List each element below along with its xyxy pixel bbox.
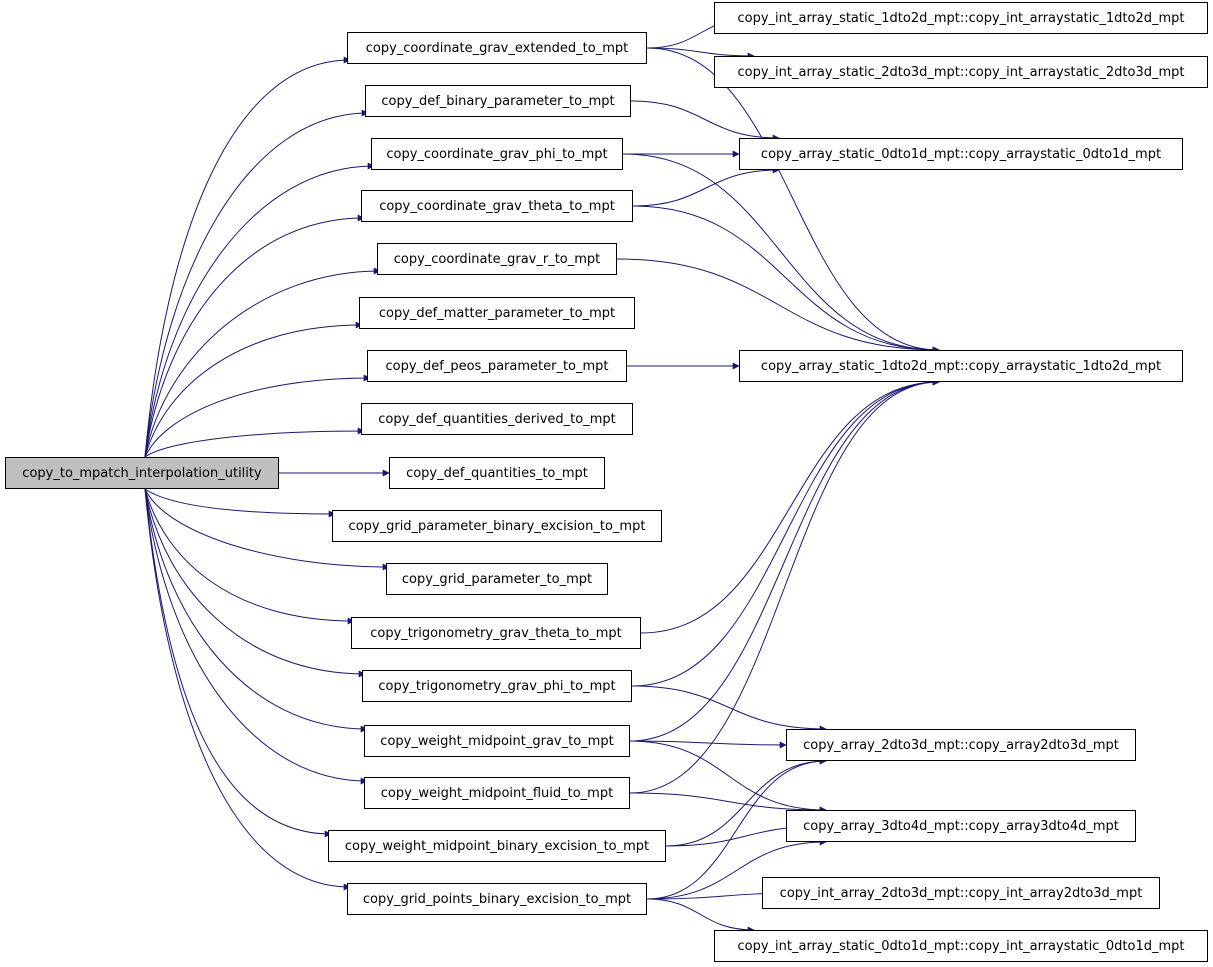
graph-node[interactable]: copy_coordinate_grav_phi_to_mpt: [371, 138, 623, 170]
graph-node[interactable]: copy_int_array_static_1dto2d_mpt::copy_i…: [714, 2, 1208, 34]
call-edge: [144, 488, 366, 678]
call-edge: [646, 47, 940, 354]
call-edge: [144, 267, 381, 458]
call-edge: [144, 488, 332, 838]
call-edge: [629, 378, 940, 742]
graph-node[interactable]: copy_coordinate_grav_r_to_mpt: [377, 243, 617, 275]
graph-node[interactable]: copy_array_static_0dto1d_mpt::copy_array…: [739, 138, 1183, 170]
graph-node[interactable]: copy_int_array_2dto3d_mpt::copy_int_arra…: [762, 877, 1160, 909]
call-edge: [629, 740, 787, 749]
graph-node[interactable]: copy_coordinate_grav_extended_to_mpt: [347, 32, 647, 64]
graph-node[interactable]: copy_trigonometry_grav_theta_to_mpt: [351, 617, 641, 649]
graph-node[interactable]: copy_coordinate_grav_theta_to_mpt: [361, 190, 633, 222]
call-edge: [622, 153, 940, 354]
call-edge: [629, 792, 827, 814]
call-edge: [144, 56, 351, 458]
root-node: copy_to_mpatch_interpolation_utility: [5, 457, 279, 489]
call-edge: [629, 740, 827, 814]
graph-node[interactable]: copy_array_2dto3d_mpt::copy_array2dto3d_…: [786, 729, 1136, 761]
graph-node[interactable]: copy_def_quantities_to_mpt: [389, 457, 605, 489]
call-edge: [640, 378, 940, 634]
call-edge: [646, 898, 755, 934]
call-edge: [616, 258, 940, 354]
call-edge: [144, 214, 365, 458]
call-edge: [144, 488, 390, 571]
call-edge: [630, 100, 780, 142]
call-edge: [665, 757, 827, 847]
graph-node[interactable]: copy_grid_parameter_binary_excision_to_m…: [332, 510, 662, 542]
call-edge: [144, 109, 369, 458]
call-edge: [631, 685, 827, 733]
call-edge: [646, 757, 827, 900]
call-edge: [144, 374, 371, 458]
call-edge: [144, 488, 336, 518]
graph-node[interactable]: copy_def_binary_parameter_to_mpt: [365, 85, 631, 117]
graph-node[interactable]: copy_def_quantities_derived_to_mpt: [361, 403, 633, 435]
graph-node[interactable]: copy_def_peos_parameter_to_mpt: [367, 350, 627, 382]
call-edge: [144, 488, 368, 733]
call-edge: [144, 488, 351, 891]
graph-node[interactable]: copy_int_array_static_0dto1d_mpt::copy_i…: [714, 930, 1208, 962]
graph-node[interactable]: copy_trigonometry_grav_phi_to_mpt: [362, 670, 632, 702]
graph-node[interactable]: copy_weight_midpoint_grav_to_mpt: [364, 725, 630, 757]
graph-node[interactable]: copy_weight_midpoint_binary_excision_to_…: [328, 830, 666, 862]
graph-node[interactable]: copy_int_array_static_2dto3d_mpt::copy_i…: [714, 56, 1208, 88]
call-edge: [646, 838, 827, 900]
call-edge: [144, 488, 368, 785]
call-edge: [144, 321, 363, 458]
call-edge: [144, 488, 355, 625]
call-edge: [646, 47, 755, 60]
graph-node[interactable]: copy_def_matter_parameter_to_mpt: [359, 297, 635, 329]
graph-node[interactable]: copy_array_3dto4d_mpt::copy_array3dto4d_…: [786, 810, 1136, 842]
call-edge: [144, 162, 375, 458]
graph-node[interactable]: copy_weight_midpoint_fluid_to_mpt: [364, 777, 630, 809]
graph-node[interactable]: copy_grid_parameter_to_mpt: [386, 563, 608, 595]
graph-node[interactable]: copy_array_static_1dto2d_mpt::copy_array…: [739, 350, 1183, 382]
call-edge: [629, 378, 940, 794]
call-edge: [632, 205, 940, 354]
call-edge: [144, 427, 365, 458]
graph-node[interactable]: copy_grid_points_binary_excision_to_mpt: [347, 883, 647, 915]
call-edge: [631, 378, 940, 687]
call-edge: [632, 166, 780, 207]
